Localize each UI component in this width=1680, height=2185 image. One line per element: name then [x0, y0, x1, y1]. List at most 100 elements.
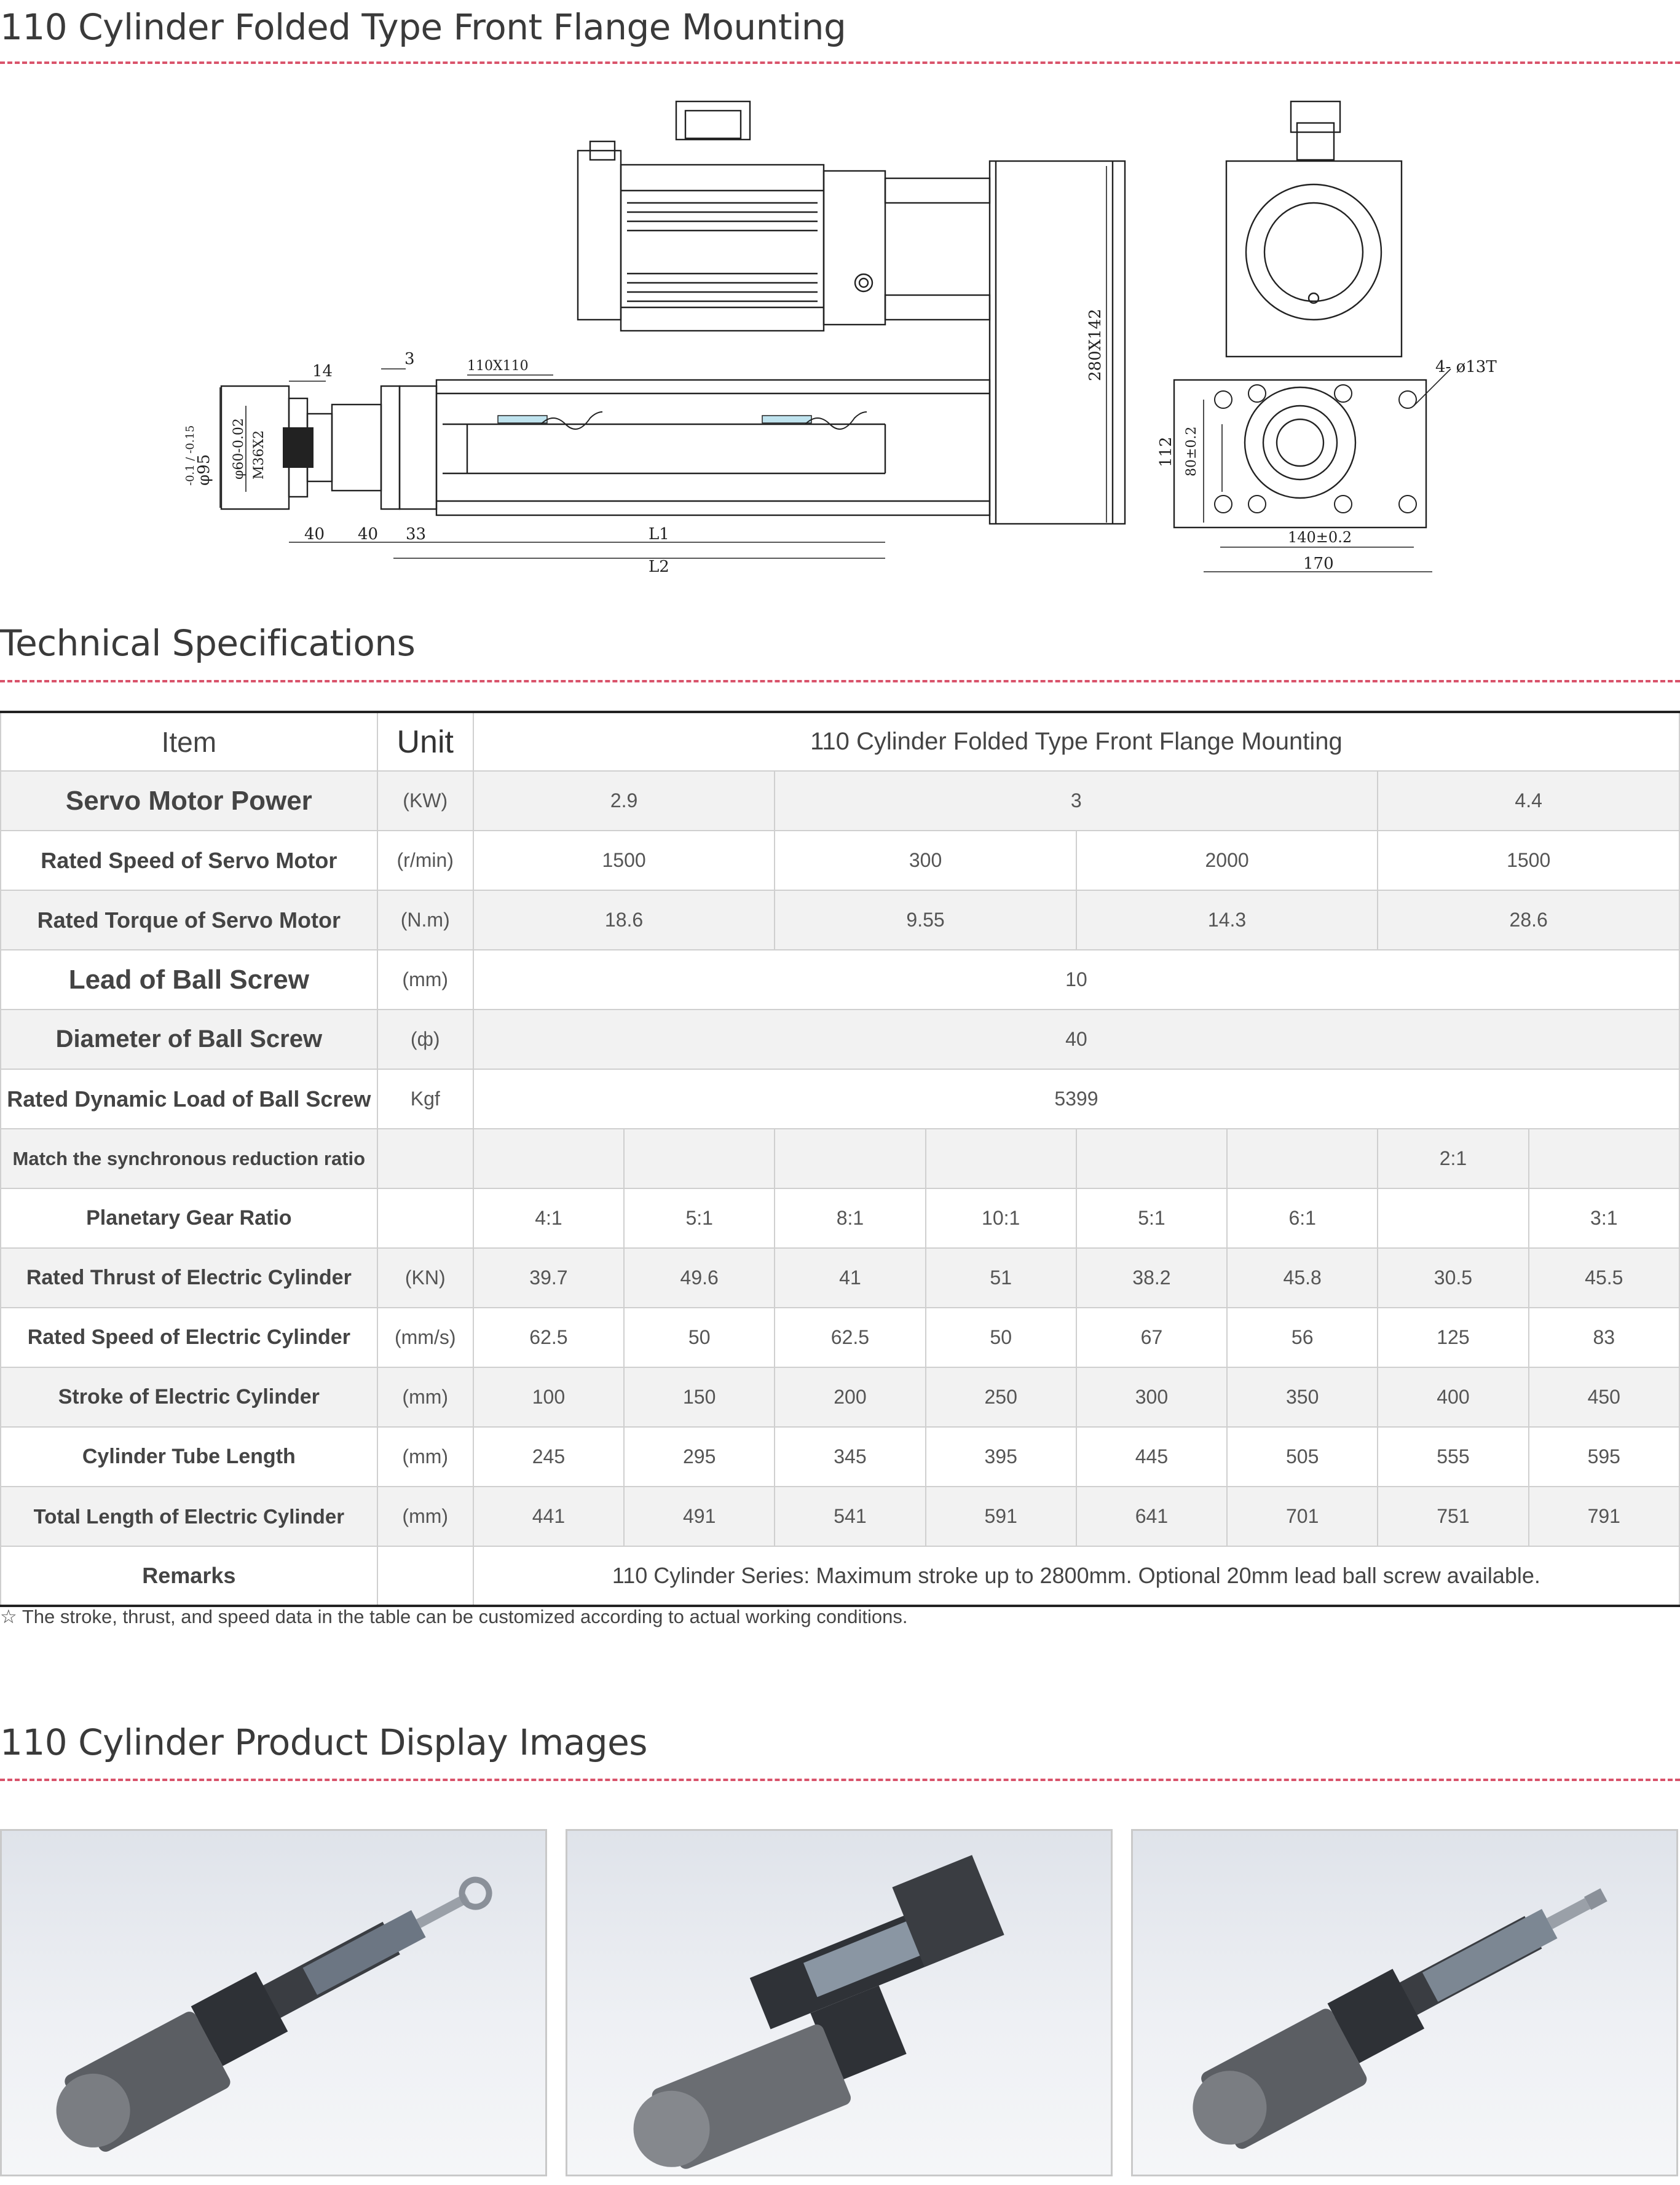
cell: 2000 — [1075, 830, 1379, 891]
cell: 38.2 — [1075, 1247, 1228, 1308]
table-row: Total Length of Electric Cylinder (mm) 4… — [0, 1486, 1680, 1547]
spec-table: Item Unit 110 Cylinder Folded Type Front… — [0, 711, 1680, 1607]
cell: 541 — [774, 1486, 926, 1547]
cell — [623, 1128, 776, 1189]
row-label: Servo Motor Power — [0, 770, 378, 831]
cell: 3 — [774, 770, 1379, 831]
cell: 10:1 — [925, 1188, 1077, 1249]
cell: 445 — [1075, 1426, 1228, 1487]
table-row: Rated Torque of Servo Motor (N.m) 18.6 9… — [0, 890, 1680, 950]
cell: 2.9 — [472, 770, 776, 831]
cell: 250 — [925, 1367, 1077, 1428]
dim-m36x2: M36X2 — [251, 430, 267, 480]
row-unit — [376, 1188, 474, 1249]
product-image-3 — [1131, 1829, 1678, 2176]
row-unit: (mm/s) — [376, 1307, 474, 1368]
row-unit: (mm) — [376, 1367, 474, 1428]
cell: 10 — [472, 949, 1680, 1010]
dim-80: 80±0.2 — [1184, 427, 1199, 476]
row-unit: Kgf — [376, 1069, 474, 1129]
dim-40a: 40 — [304, 525, 325, 543]
dim-170: 170 — [1303, 555, 1334, 573]
header-item: Item — [0, 711, 378, 772]
cell — [1377, 1188, 1529, 1249]
cell: 555 — [1377, 1426, 1529, 1487]
cell: 400 — [1377, 1367, 1529, 1428]
section-divider — [0, 1779, 1680, 1781]
cell: 701 — [1226, 1486, 1379, 1547]
cell: 300 — [774, 830, 1077, 891]
cell: 591 — [925, 1486, 1077, 1547]
cell: 350 — [1226, 1367, 1379, 1428]
cell: 45.5 — [1528, 1247, 1680, 1308]
cell: 28.6 — [1377, 890, 1680, 950]
row-label: Rated Speed of Servo Motor — [0, 830, 378, 891]
table-row: Remarks 110 Cylinder Series: Maximum str… — [0, 1546, 1680, 1607]
product-image-2 — [566, 1829, 1113, 2176]
row-label: Diameter of Ball Screw — [0, 1009, 378, 1070]
table-row: Rated Speed of Electric Cylinder (mm/s) … — [0, 1307, 1680, 1368]
row-label: Stroke of Electric Cylinder — [0, 1367, 378, 1428]
product-image-1 — [0, 1829, 547, 2176]
cell: 45.8 — [1226, 1247, 1379, 1308]
row-unit: (r/min) — [376, 830, 474, 891]
dim-112: 112 — [1157, 437, 1175, 467]
cell: 50 — [623, 1307, 776, 1368]
dim-l2: L2 — [649, 558, 669, 576]
cell: 56 — [1226, 1307, 1379, 1368]
section-divider — [0, 680, 1680, 682]
remarks-cell: 110 Cylinder Series: Maximum stroke up t… — [472, 1546, 1680, 1607]
cell: 62.5 — [774, 1307, 926, 1368]
row-label: Lead of Ball Screw — [0, 949, 378, 1010]
technical-drawing: 14 3 110X110 280X142 4- ø13T φ95 -0.1 / … — [184, 100, 1497, 576]
row-unit: (mm) — [376, 949, 474, 1010]
row-label: Remarks — [0, 1546, 378, 1607]
cell — [774, 1128, 926, 1189]
row-unit: (mm) — [376, 1426, 474, 1487]
cell: 150 — [623, 1367, 776, 1428]
dim-phi95: φ95 — [195, 454, 213, 486]
cell: 14.3 — [1075, 890, 1379, 950]
table-row: Stroke of Electric Cylinder (mm) 100 150… — [0, 1367, 1680, 1428]
cell: 295 — [623, 1426, 776, 1487]
cell: 100 — [472, 1367, 625, 1428]
cell — [1528, 1128, 1680, 1189]
table-row: Rated Dynamic Load of Ball Screw Kgf 539… — [0, 1069, 1680, 1129]
cell — [1226, 1128, 1379, 1189]
cell: 67 — [1075, 1307, 1228, 1368]
row-label: Match the synchronous reduction ratio — [0, 1128, 378, 1189]
table-row: Rated Thrust of Electric Cylinder (KN) 3… — [0, 1247, 1680, 1308]
dim-40b: 40 — [358, 525, 378, 543]
row-unit — [376, 1128, 474, 1189]
table-row: Match the synchronous reduction ratio 2:… — [0, 1128, 1680, 1189]
header-title: 110 Cylinder Folded Type Front Flange Mo… — [472, 711, 1680, 772]
dim-110x110: 110X110 — [467, 358, 529, 374]
dim-phi95-tolerance: -0.1 / -0.15 — [184, 425, 197, 486]
row-unit: (KW) — [376, 770, 474, 831]
row-unit — [376, 1546, 474, 1607]
row-label: Rated Torque of Servo Motor — [0, 890, 378, 950]
cell: 345 — [774, 1426, 926, 1487]
row-label: Planetary Gear Ratio — [0, 1188, 378, 1249]
cell: 41 — [774, 1247, 926, 1308]
cell: 441 — [472, 1486, 625, 1547]
table-row: Cylinder Tube Length (mm) 245 295 345 39… — [0, 1426, 1680, 1487]
row-label: Rated Dynamic Load of Ball Screw — [0, 1069, 378, 1129]
cell: 1500 — [472, 830, 776, 891]
cell: 4:1 — [472, 1188, 625, 1249]
row-label: Total Length of Electric Cylinder — [0, 1486, 378, 1547]
row-label: Rated Thrust of Electric Cylinder — [0, 1247, 378, 1308]
section-title-drawing: 110 Cylinder Folded Type Front Flange Mo… — [0, 6, 846, 48]
cell: 30.5 — [1377, 1247, 1529, 1308]
section-title-specs: Technical Specifications — [0, 622, 416, 664]
cell: 39.7 — [472, 1247, 625, 1308]
cell: 50 — [925, 1307, 1077, 1368]
cell: 450 — [1528, 1367, 1680, 1428]
cell: 641 — [1075, 1486, 1228, 1547]
header-unit: Unit — [376, 711, 474, 772]
cell: 125 — [1377, 1307, 1529, 1368]
cell: 395 — [925, 1426, 1077, 1487]
section-title-images: 110 Cylinder Product Display Images — [0, 1721, 647, 1763]
cell: 51 — [925, 1247, 1077, 1308]
cell: 9.55 — [774, 890, 1077, 950]
